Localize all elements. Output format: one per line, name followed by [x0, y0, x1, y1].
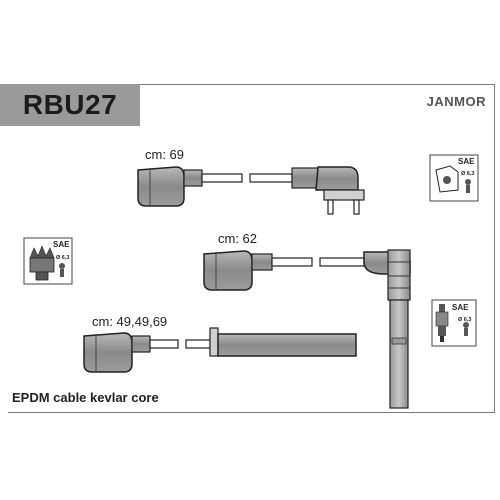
distributor-sae-label: SAE: [53, 240, 70, 249]
brand-name: JANMOR: [426, 94, 486, 109]
product-code: RBU27: [0, 84, 140, 126]
distributor-sae-badge: [23, 237, 73, 285]
terminal-icon: [59, 263, 65, 269]
spark-plug-sae-label: SAE: [452, 303, 469, 312]
spark-plug-icon: [439, 304, 445, 312]
lead-1: [137, 166, 365, 215]
coil-size-label: Ø 6,3: [461, 171, 474, 177]
terminal-icon: [463, 322, 469, 328]
lead-2: [203, 249, 411, 409]
right-rule: [494, 84, 495, 413]
distributor-cap-icon: [29, 245, 55, 259]
distributor-size-label: Ø 6,3: [56, 255, 69, 261]
coil-sae-label: SAE: [458, 157, 475, 166]
spark-plug-size-label: Ø 6,3: [458, 317, 471, 323]
coil-sae-badge: [429, 154, 479, 202]
terminal-icon: [465, 179, 471, 185]
lead-3-length: cm: 49,49,69: [92, 314, 168, 329]
bottom-rule: [8, 412, 495, 413]
lead-3: [83, 327, 357, 373]
lead-1-length: cm: 69: [145, 147, 185, 162]
spark-plug-sae-badge: [431, 299, 477, 347]
lead-2-length: cm: 62: [218, 231, 258, 246]
top-rule: [140, 84, 495, 85]
cable-spec: EPDM cable kevlar core: [12, 390, 159, 405]
